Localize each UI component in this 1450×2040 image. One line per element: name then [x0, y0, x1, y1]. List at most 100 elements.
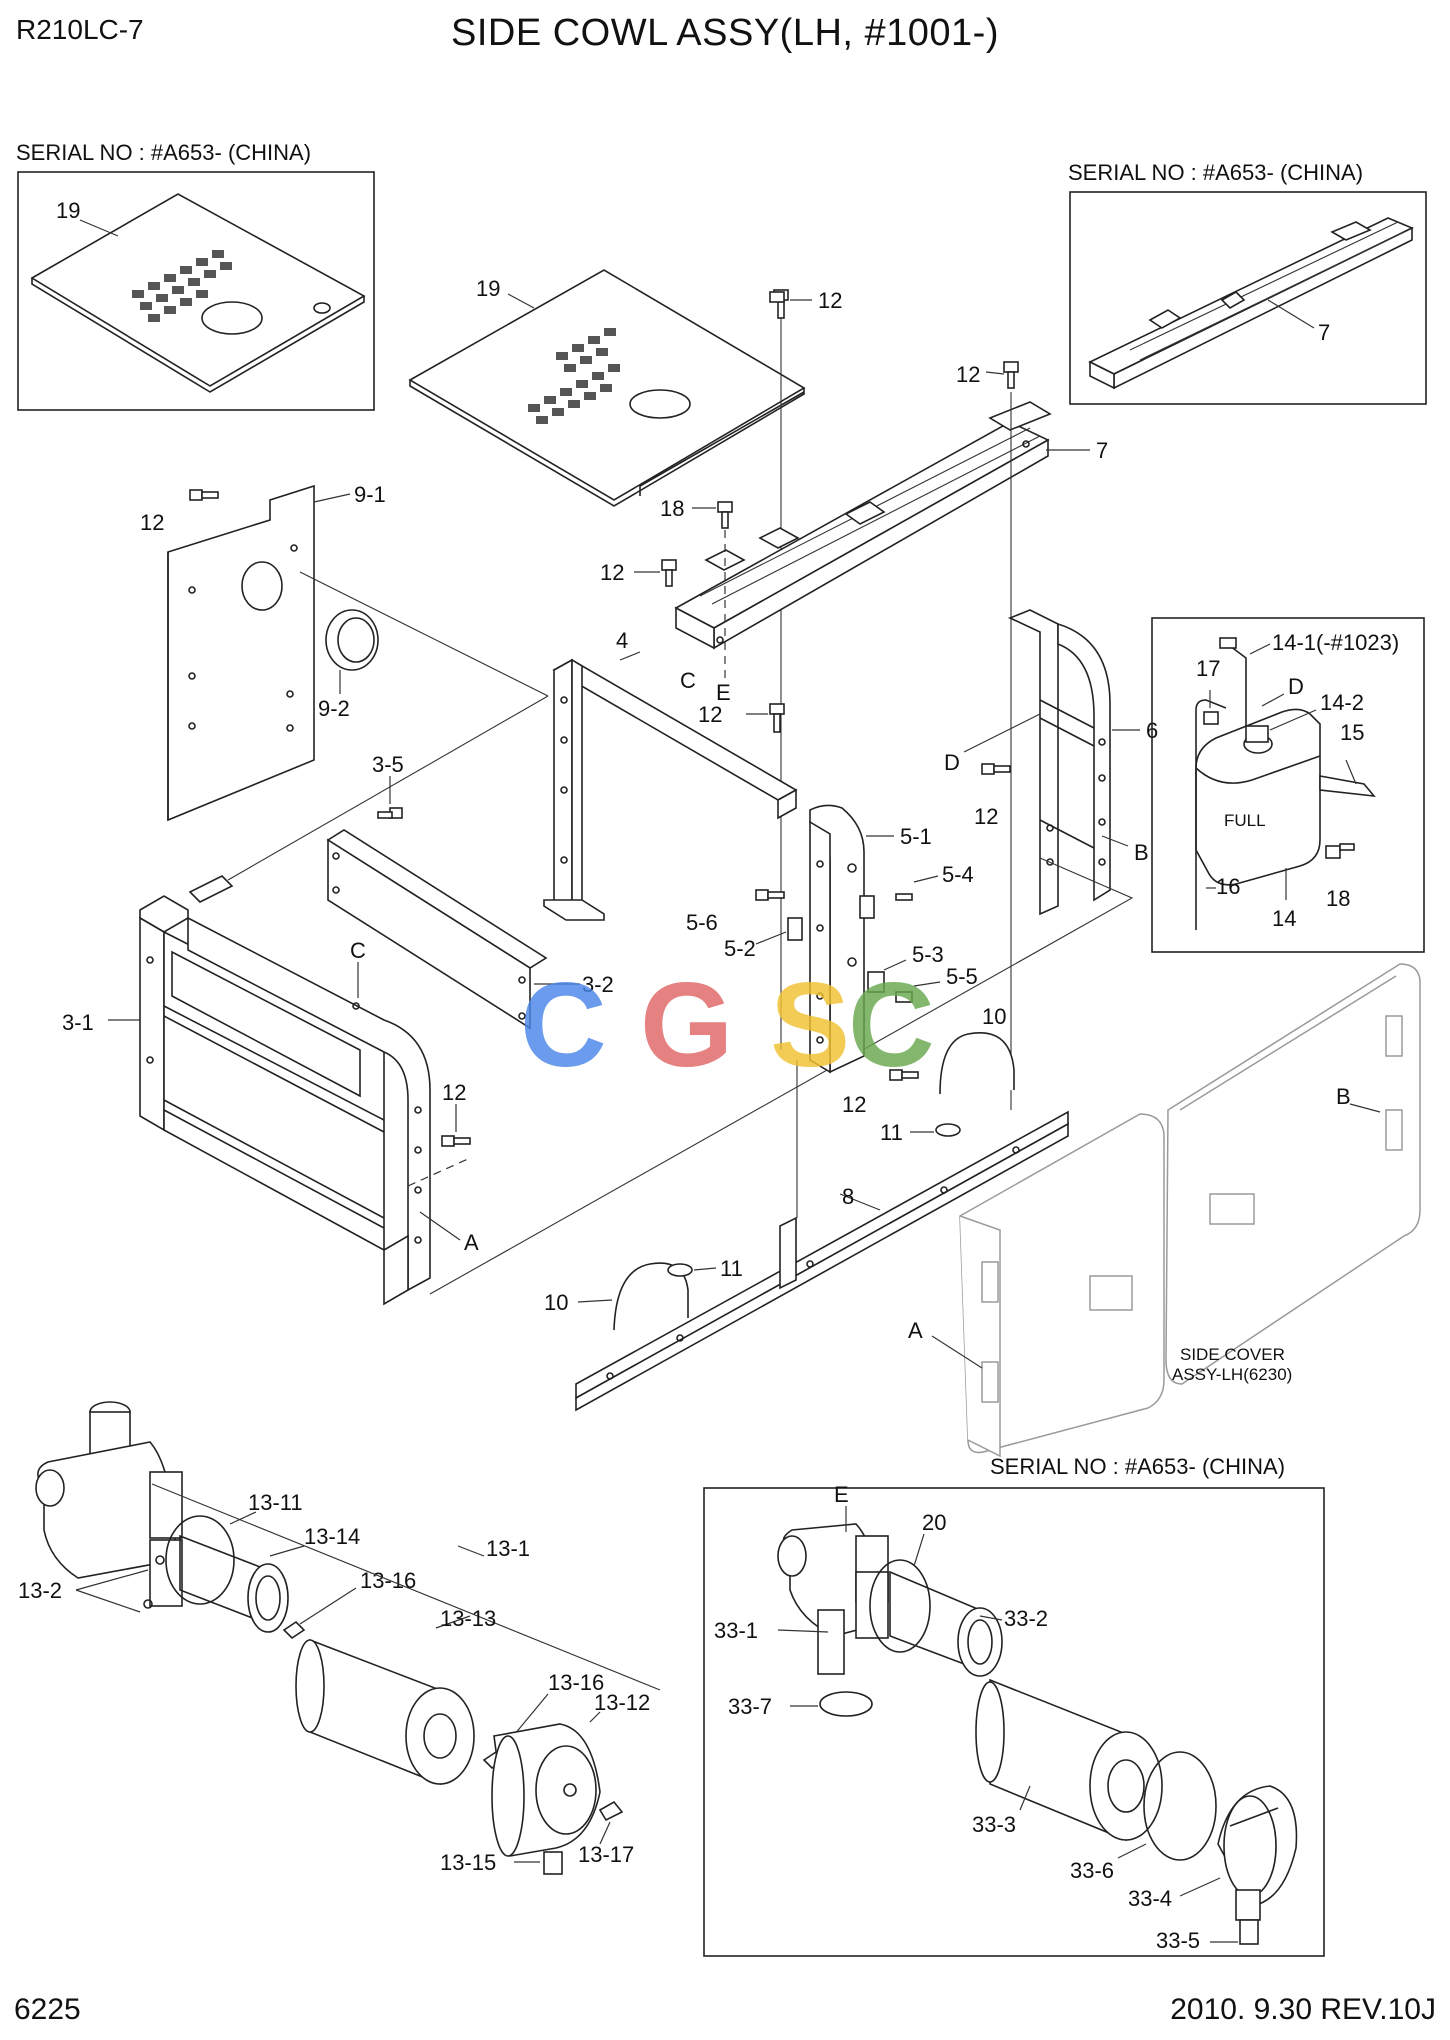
- clip-17: [1203, 711, 1219, 725]
- watermark-letter-3: S: [770, 958, 850, 1092]
- callout-11-left: 11: [720, 1256, 743, 1281]
- revision-date: 2010. 9.30 REV.10J: [1170, 1993, 1436, 2026]
- grommet-11-right: [935, 1123, 961, 1137]
- callout-18-top: 18: [660, 496, 684, 521]
- callout-13-12: 13-12: [594, 1690, 650, 1715]
- callout-5-2: 5-2: [724, 936, 756, 961]
- callout-12-center: 12: [698, 702, 722, 727]
- callout-12-9-1: 12: [140, 510, 164, 535]
- callout-3-2: 3-2: [582, 972, 614, 997]
- callout-7-inset: 7: [1318, 320, 1330, 345]
- bolt-12-bracket-right: [1003, 361, 1019, 389]
- callout-11-right: 11: [880, 1120, 903, 1145]
- callout-33-1: 33-1: [714, 1618, 758, 1643]
- callout-20: 20: [922, 1510, 946, 1535]
- grommet-11-left: [667, 1263, 693, 1277]
- oring-33-6: [1143, 1751, 1217, 1861]
- bolt-12-center: [769, 703, 785, 733]
- watermark-letter-2: G: [640, 958, 733, 1092]
- filter-13-14: [179, 1534, 289, 1633]
- callout-13-11: 13-11: [248, 1490, 303, 1515]
- filter-13-13: [295, 1638, 475, 1786]
- callout-5-4: 5-4: [942, 862, 974, 887]
- handle-10-right: [939, 1032, 1015, 1095]
- plate-3-2: [326, 829, 548, 1030]
- air-cleaner-housing: [35, 1401, 183, 1609]
- bolt-3-5: [377, 807, 403, 819]
- callout-10-right: 10: [982, 1004, 1006, 1029]
- callout-33-3: 33-3: [972, 1812, 1016, 1837]
- bracket-7: [674, 401, 1052, 650]
- callout-3-5: 3-5: [372, 752, 404, 777]
- svg-text:FULL: FULL: [1224, 811, 1266, 830]
- callout-33-6: 33-6: [1070, 1858, 1114, 1883]
- serial-note-top-right: SERIAL NO : #A653- (CHINA): [1068, 160, 1363, 185]
- bracket-15: [1319, 775, 1376, 798]
- side-cover-note-line2: ASSY-LH(6230): [1172, 1365, 1292, 1384]
- bolt-18-top: [717, 501, 733, 529]
- callout-33-7: 33-7: [728, 1694, 772, 1719]
- side-cover-assy: [959, 963, 1421, 1458]
- callout-10-left: 10: [544, 1290, 568, 1315]
- callout-9-1: 9-1: [354, 482, 386, 507]
- bolt-18-tank: [1325, 843, 1355, 859]
- callout-5-6: 5-6: [686, 910, 718, 935]
- watermark-letter-4: C: [848, 958, 935, 1092]
- cover-13-12: [491, 1723, 624, 1875]
- callout-15: 15: [1340, 720, 1364, 745]
- callout-7: 7: [1096, 438, 1108, 463]
- callout-14: 14: [1272, 906, 1296, 931]
- page-number: 6225: [14, 1993, 81, 2026]
- callout-C-bracket: C: [680, 668, 696, 693]
- inset-box-tank: [1151, 617, 1425, 953]
- grommet-9-2: [325, 609, 379, 671]
- callout-E-bracket: E: [716, 680, 731, 705]
- air-cleaner-housing-33: [777, 1523, 889, 1675]
- callout-9-2: 9-2: [318, 696, 350, 721]
- callout-5-3: 5-3: [912, 942, 944, 967]
- callout-C-frame: C: [350, 938, 366, 963]
- wingnut-13-16-upper: [282, 1620, 306, 1640]
- bolt-12-9-1: [189, 489, 219, 501]
- hose-16: [1195, 699, 1227, 930]
- ring-13-11: [165, 1515, 235, 1605]
- callout-13-14: 13-14: [304, 1524, 360, 1549]
- callout-B-frame: B: [1134, 840, 1149, 865]
- bolt-12-frame-3-1: [441, 1135, 471, 1147]
- valve-33-5: [1239, 1919, 1259, 1945]
- inset-box-air-cleaner: [703, 1487, 1325, 1957]
- clamp-33-7: [819, 1691, 873, 1717]
- callout-4: 4: [616, 628, 628, 653]
- model-code: R210LC-7: [16, 14, 144, 45]
- callout-A-frame: A: [464, 1230, 479, 1255]
- bolt-12-5-1: [889, 1069, 919, 1081]
- cover-33-4: [1217, 1785, 1298, 1921]
- callout-5-5: 5-5: [946, 964, 978, 989]
- callout-13-13: 13-13: [440, 1606, 496, 1631]
- tank-14: FULL: [1195, 708, 1321, 886]
- watermark-letter-1: C: [520, 958, 607, 1092]
- callout-14-1: 14-1(-#1023): [1272, 630, 1399, 655]
- callout-A-cover: A: [908, 1318, 923, 1343]
- callout-5-1: 5-1: [900, 824, 932, 849]
- inset-box-top-left: [17, 171, 375, 411]
- inset-box-top-right: [1069, 191, 1427, 405]
- callout-B-cover: B: [1336, 1084, 1351, 1109]
- callout-13-2: 13-2: [18, 1578, 62, 1603]
- frame-4: [543, 658, 798, 921]
- callout-D-frame: D: [944, 750, 960, 775]
- callout-19-inset: 19: [56, 198, 80, 223]
- callout-13-16-lower: 13-16: [548, 1670, 604, 1695]
- side-cover-note-line1: SIDE COVER: [1180, 1345, 1285, 1364]
- bracket-5-1: [809, 804, 885, 1074]
- callout-13-15: 13-15: [440, 1850, 496, 1875]
- callout-17: 17: [1196, 656, 1220, 681]
- hose-14-1: [1219, 637, 1247, 726]
- callout-8: 8: [842, 1184, 854, 1209]
- side-plate-9-1: [167, 484, 315, 822]
- bolt-5-6: [755, 889, 785, 901]
- bolt-5-5: [895, 991, 913, 1003]
- bolt-12-upper: [769, 291, 785, 303]
- callout-D-tank: D: [1288, 674, 1304, 699]
- callout-12-bracket-right: 12: [956, 362, 980, 387]
